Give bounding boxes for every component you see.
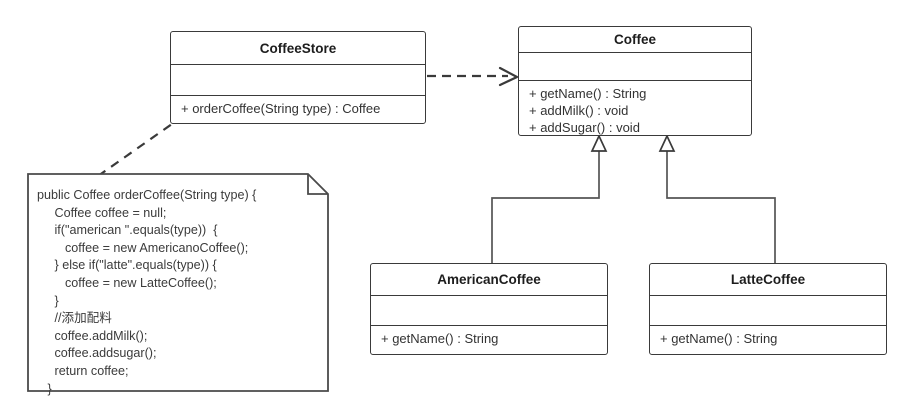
class-box-americancoffee[interactable]: AmericanCoffee + getName() : String	[370, 263, 608, 355]
class-attributes-americancoffee	[371, 296, 607, 326]
code-note[interactable]: public Coffee orderCoffee(String type) {…	[27, 173, 329, 396]
class-name-lattecoffee: LatteCoffee	[650, 264, 886, 296]
edge-note-anchor-coffeestore	[97, 123, 173, 177]
class-operations-lattecoffee: + getName() : String	[650, 326, 886, 349]
class-operations-coffeestore: + orderCoffee(String type) : Coffee	[171, 96, 425, 119]
class-attributes-lattecoffee	[650, 296, 886, 326]
note-outline	[27, 173, 329, 392]
class-box-lattecoffee[interactable]: LatteCoffee + getName() : String	[649, 263, 887, 355]
class-box-coffeestore[interactable]: CoffeeStore + orderCoffee(String type) :…	[170, 31, 426, 124]
class-box-coffee[interactable]: Coffee + getName() : String + addMilk() …	[518, 26, 752, 136]
class-operations-americancoffee: + getName() : String	[371, 326, 607, 349]
class-attributes-coffeestore	[171, 65, 425, 96]
class-name-coffeestore: CoffeeStore	[171, 32, 425, 65]
operation-row: + addMilk() : void	[529, 103, 629, 119]
operation-row: + addSugar() : void	[529, 120, 640, 135]
note-code-text: public Coffee orderCoffee(String type) {…	[37, 188, 257, 396]
edge-americancoffee-extends-coffee	[491, 133, 608, 263]
operation-row: + getName() : String	[529, 86, 647, 102]
operation-row: + orderCoffee(String type) : Coffee	[181, 101, 381, 116]
class-name-americancoffee: AmericanCoffee	[371, 264, 607, 296]
edge-coffeestore-depends-coffee	[427, 66, 519, 87]
class-operations-coffee: + getName() : String + addMilk() : void …	[519, 81, 751, 135]
edge-lattecoffee-extends-coffee	[658, 133, 776, 263]
class-attributes-coffee	[519, 53, 751, 82]
operation-row: + getName() : String	[381, 331, 499, 346]
class-name-coffee: Coffee	[519, 27, 751, 54]
operation-row: + getName() : String	[660, 331, 778, 346]
